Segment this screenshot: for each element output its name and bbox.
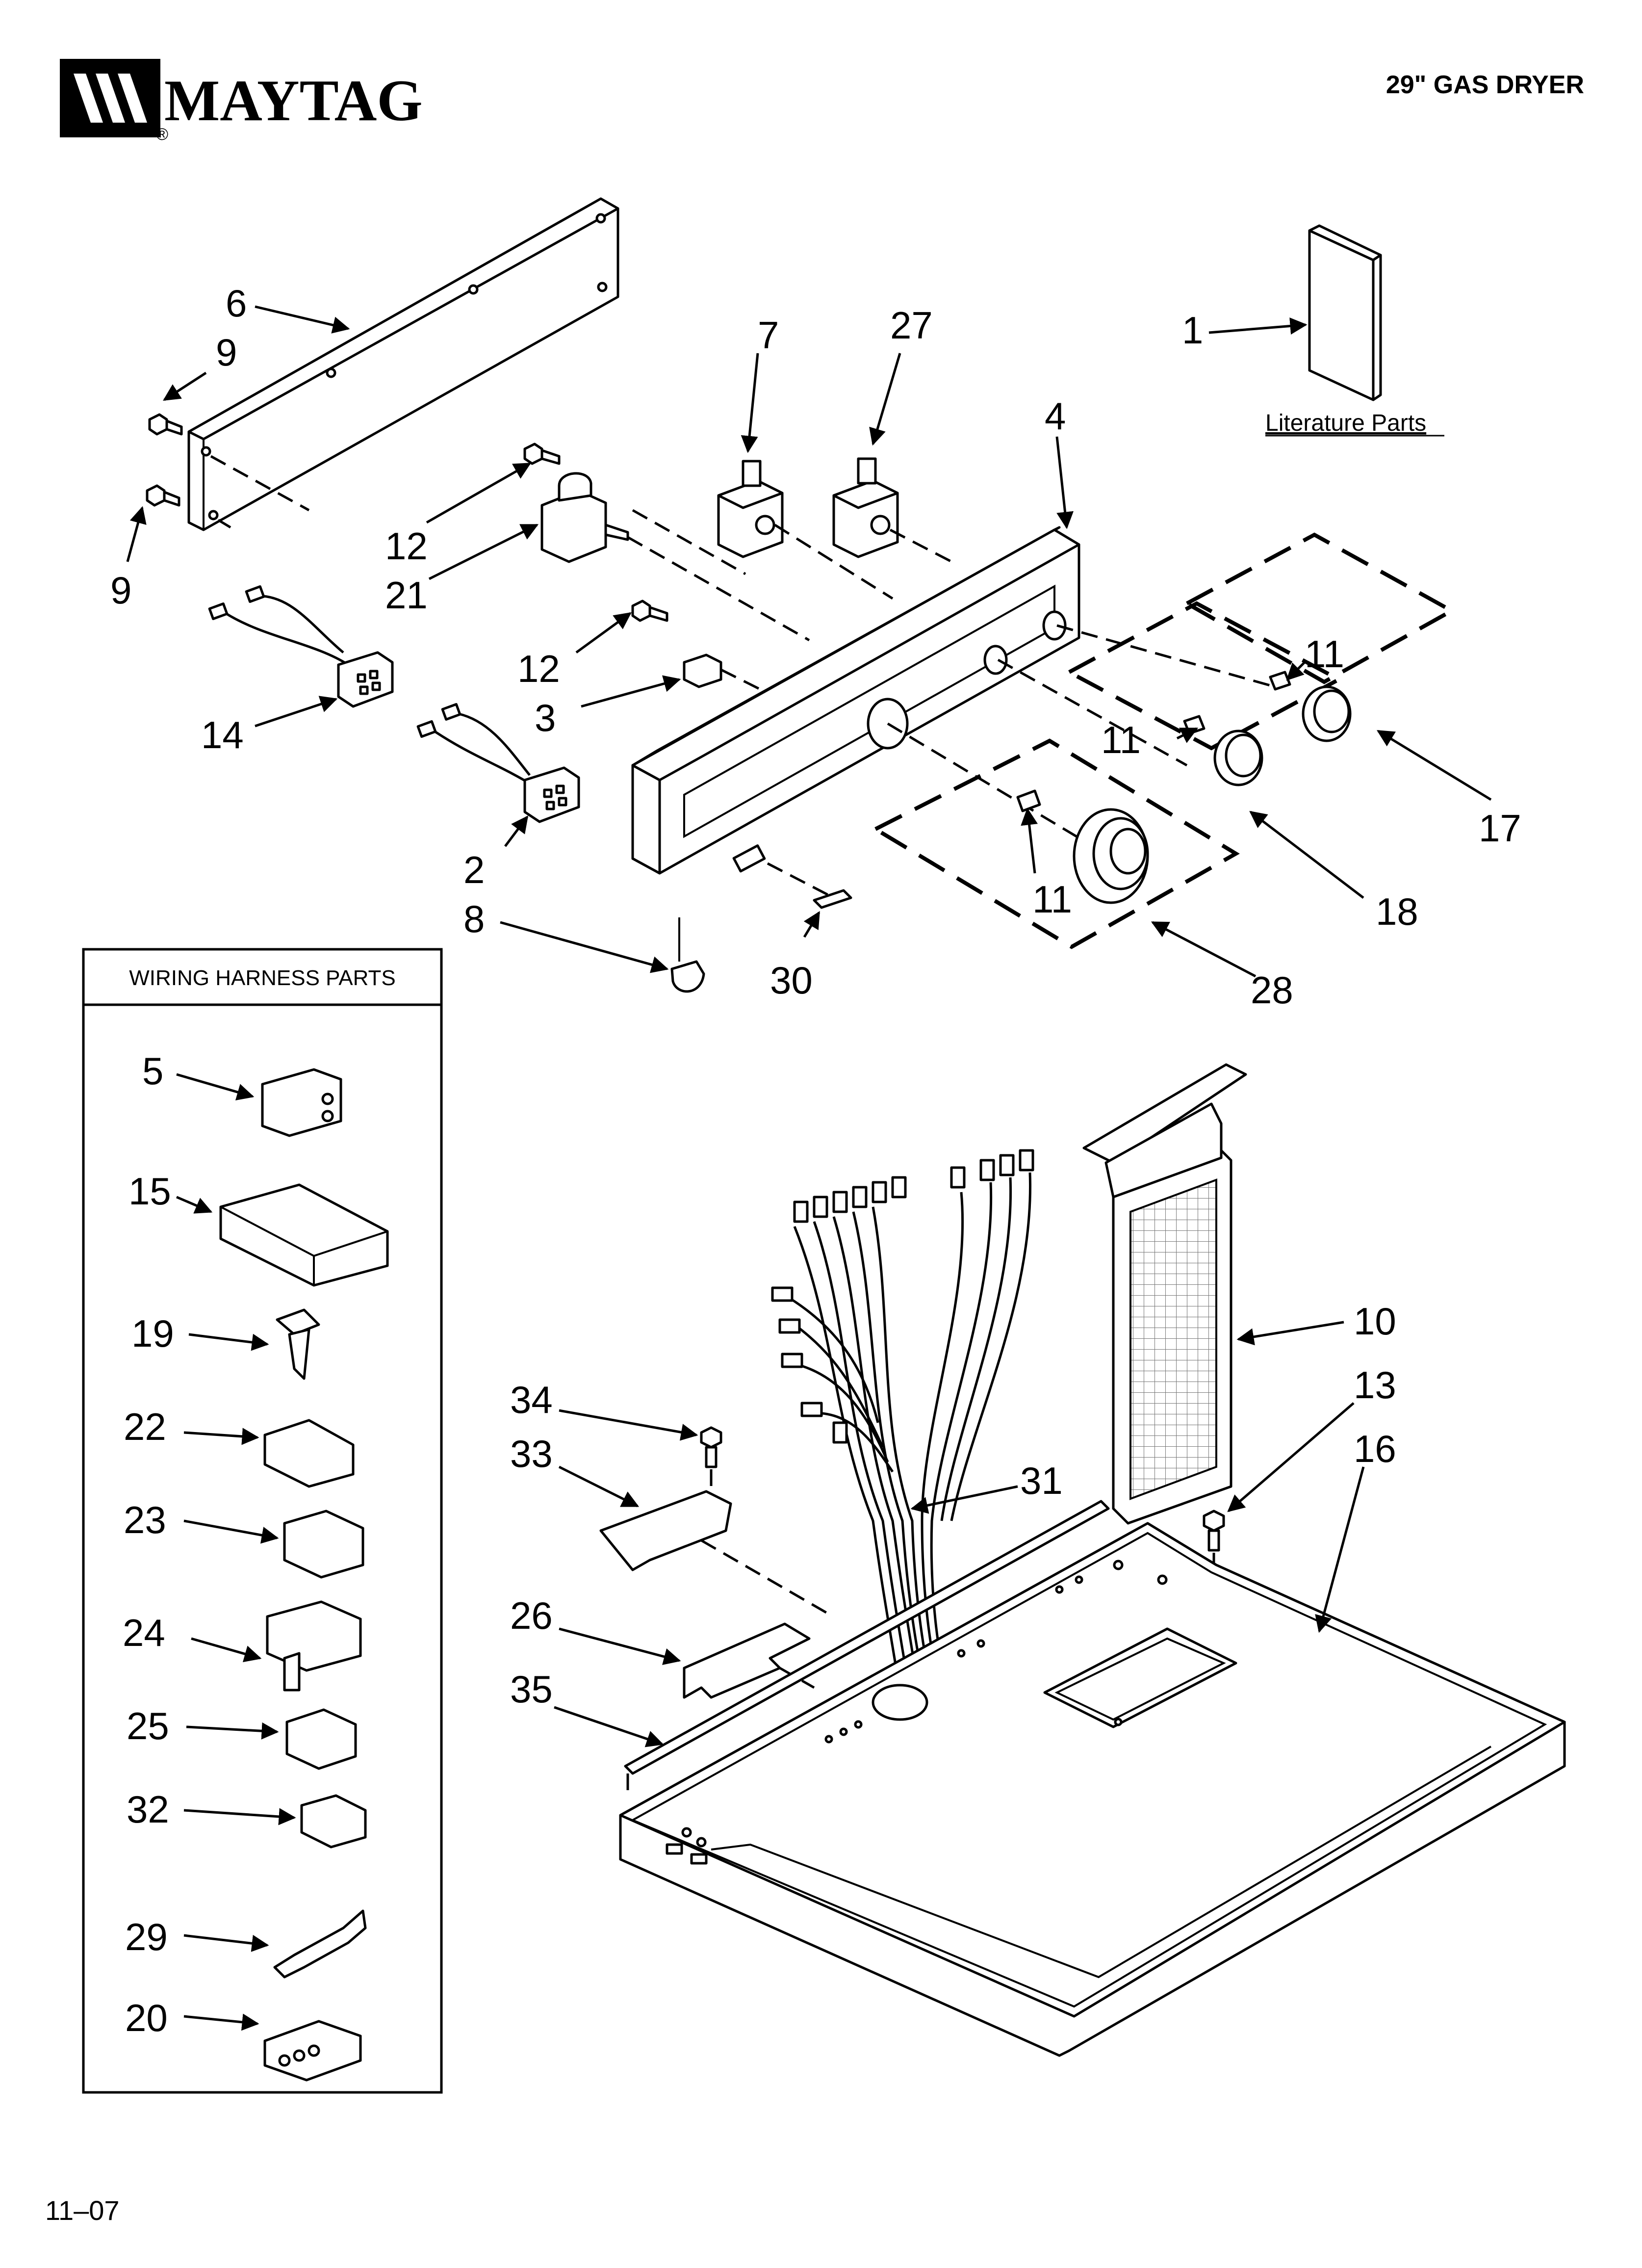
callout-11-middle: 11 — [1101, 718, 1141, 761]
callout-31: 31 — [1020, 1459, 1063, 1502]
callout-6: 6 — [226, 282, 247, 325]
switch-7 — [717, 460, 894, 600]
connector-24 — [266, 1600, 362, 1672]
maytag-logo: MAYTAG ® — [60, 59, 423, 144]
switch-27 — [832, 457, 957, 566]
part-3-switch — [683, 653, 766, 693]
callout-leader-lines — [126, 305, 1492, 2031]
callout-19: 19 — [131, 1312, 174, 1355]
screw-13 — [1203, 1510, 1225, 1599]
callout-22: 22 — [124, 1405, 166, 1448]
callout-14: 14 — [201, 713, 244, 756]
callout-8: 8 — [463, 897, 485, 940]
label-30 — [813, 889, 852, 909]
harness-grommet — [872, 1684, 928, 1721]
callout-17: 17 — [1479, 807, 1521, 850]
screw-12-upper — [523, 443, 561, 465]
wiring-harness-parts-panel: WIRING HARNESS PARTS — [82, 948, 443, 2094]
strip-35 — [624, 1500, 1110, 1775]
callout-26: 26 — [510, 1594, 553, 1637]
bracket-33 — [599, 1490, 732, 1571]
lint-filter-10 — [1082, 1063, 1247, 1525]
connector-23 — [283, 1510, 364, 1579]
console-back-panel — [187, 197, 619, 531]
callout-11-bottom: 11 — [1032, 878, 1072, 921]
brand-registered-mark: ® — [156, 125, 168, 144]
callout-numbers: 1 6 9 9 7 27 4 12 21 12 3 14 2 8 30 11 1… — [110, 282, 1521, 2039]
literature-parts-label: Literature Parts — [1265, 410, 1426, 436]
callout-11-top: 11 — [1305, 632, 1344, 676]
literature-parts: Literature Parts — [1208, 224, 1444, 437]
wiring-harness-14 — [208, 585, 394, 708]
screw-12-lower — [631, 600, 668, 622]
callout-7: 7 — [758, 313, 779, 357]
callout-5: 5 — [142, 1049, 163, 1093]
knob-kit-17-box — [1182, 532, 1456, 684]
footer-date-code: 11–07 — [45, 2195, 120, 2226]
knob-18 — [1183, 715, 1263, 786]
knob-kit-18-box — [1065, 601, 1343, 751]
lint-screen-mesh — [1129, 1178, 1217, 1500]
callout-24: 24 — [123, 1611, 165, 1654]
terminal-29 — [273, 1909, 367, 1979]
callout-12-lower: 12 — [517, 647, 560, 690]
dryer-top-cover-16 — [619, 1522, 1566, 2057]
screw-9-lower — [146, 484, 180, 507]
callout-29: 29 — [125, 1915, 168, 1958]
clip-19 — [276, 1308, 320, 1336]
callout-9-lower: 9 — [110, 569, 131, 612]
callout-2: 2 — [463, 848, 485, 891]
callout-30: 30 — [770, 959, 813, 1002]
screw-9-upper — [148, 413, 183, 436]
clip-8 — [670, 960, 705, 993]
callout-25: 25 — [127, 1704, 169, 1747]
model-title: 29" GAS DRYER — [1386, 71, 1584, 99]
callout-35: 35 — [510, 1668, 553, 1711]
callout-16: 16 — [1354, 1427, 1396, 1470]
callout-1: 1 — [1182, 309, 1203, 352]
connector-22 — [263, 1419, 355, 1488]
lint-filter-opening — [1043, 1627, 1237, 1728]
screw-34 — [700, 1426, 722, 1501]
callout-13: 13 — [1354, 1363, 1396, 1407]
connector-15 — [219, 1183, 389, 1287]
callout-23: 23 — [124, 1498, 166, 1541]
harness-panel-title: WIRING HARNESS PARTS — [129, 966, 396, 990]
callout-27: 27 — [890, 304, 933, 347]
callout-12-upper: 12 — [385, 524, 428, 568]
connector-25 — [285, 1708, 357, 1770]
knob-kit-28-box — [871, 738, 1240, 949]
callout-33: 33 — [510, 1432, 553, 1475]
callout-9-upper: 9 — [216, 331, 237, 374]
connector-32 — [300, 1794, 367, 1849]
wiring-harness-2 — [416, 703, 580, 823]
brand-name: MAYTAG — [164, 68, 423, 133]
callout-15: 15 — [128, 1170, 171, 1213]
callout-28: 28 — [1251, 968, 1293, 1012]
console-panel-4 — [631, 526, 1276, 962]
timer-switch-21 — [540, 472, 810, 642]
knob-28 — [1016, 789, 1149, 904]
callout-18: 18 — [1376, 890, 1418, 933]
knob-17 — [1269, 671, 1352, 742]
harness-panel-frame — [82, 948, 443, 2094]
callout-21: 21 — [385, 574, 428, 617]
connector-5 — [261, 1068, 342, 1137]
callout-32: 32 — [127, 1788, 169, 1831]
callout-3: 3 — [535, 696, 556, 739]
callout-10: 10 — [1354, 1300, 1396, 1343]
callout-34: 34 — [510, 1378, 553, 1421]
callout-20: 20 — [125, 1996, 168, 2039]
callout-4: 4 — [1045, 394, 1066, 438]
